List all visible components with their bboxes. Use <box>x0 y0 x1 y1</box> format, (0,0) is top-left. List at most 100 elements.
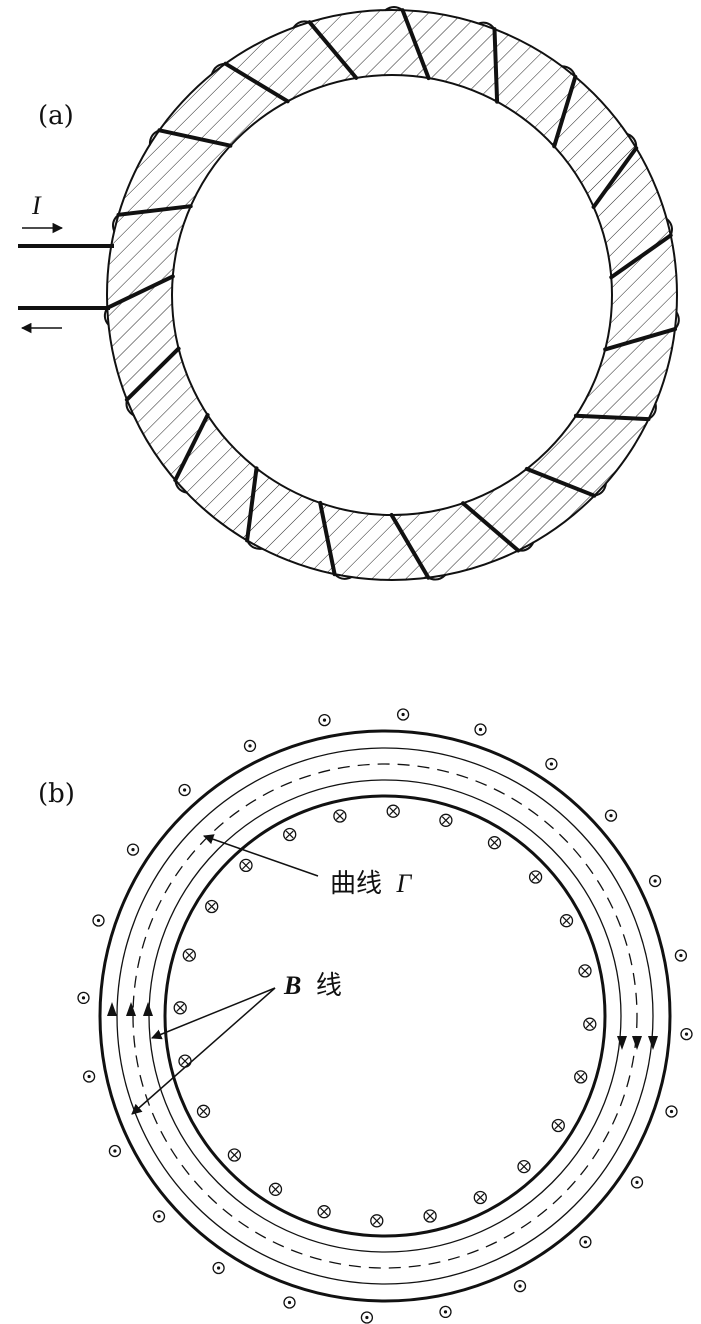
b-line-leader-lower <box>131 987 276 1115</box>
dot-in-circle-icon <box>108 1144 122 1158</box>
cross-in-circle-icon <box>423 1209 437 1223</box>
winding-turn <box>573 413 651 422</box>
dot-in-circle-icon <box>126 843 140 856</box>
dot-in-circle-icon <box>77 991 90 1005</box>
b-line-inner <box>148 779 622 1253</box>
cross-in-circle-icon <box>517 1159 531 1174</box>
winding-loop <box>148 129 161 146</box>
b-line-label-zh: 线 <box>316 971 342 1001</box>
b-line-arrows <box>107 1002 658 1050</box>
winding-loop <box>174 479 188 494</box>
toroid-core <box>106 9 678 581</box>
winding-turn <box>124 346 181 402</box>
winding-loop <box>626 132 638 150</box>
winding-loop <box>427 574 447 581</box>
cross-in-circle-icon <box>473 1190 487 1205</box>
curve-gamma-label-zh: 曲线 <box>330 869 382 899</box>
dot-in-circle-icon <box>396 708 410 721</box>
cross-in-circle-icon <box>333 809 347 823</box>
cross-in-circle-icon <box>182 948 196 962</box>
b-line-label: B 线 <box>283 971 342 1001</box>
winding-loop <box>477 21 496 31</box>
dot-in-circle-icon <box>545 757 558 771</box>
winding-loop <box>292 20 311 29</box>
winding-loop <box>246 539 264 550</box>
winding-loop <box>647 402 657 421</box>
dot-in-circle-icon <box>579 1235 592 1249</box>
cross-in-circle-icon <box>196 1104 211 1118</box>
cross-in-circle-icon <box>487 836 502 850</box>
winding-turn <box>223 61 290 104</box>
winding-turn <box>552 74 578 149</box>
winding-turn <box>389 513 431 580</box>
curve-gamma-symbol: Γ <box>396 869 413 898</box>
cross-in-circle-icon <box>268 1182 283 1196</box>
cross-in-circle-icon <box>317 1205 331 1219</box>
inner-current-markers <box>173 804 597 1228</box>
b-arrow-right-mid <box>632 1036 642 1050</box>
dot-in-circle-icon <box>680 1027 693 1041</box>
winding-turn <box>105 274 175 310</box>
cross-in-circle-icon <box>173 1001 187 1015</box>
b-line-leader-upper <box>151 987 276 1040</box>
dot-in-circle-icon <box>665 1105 678 1118</box>
current-label: I <box>31 191 42 220</box>
cross-in-circle-icon <box>227 1148 242 1162</box>
dot-in-circle-icon <box>283 1296 296 1309</box>
winding-turn <box>461 501 521 553</box>
winding-loop <box>665 217 673 237</box>
winding-turn <box>492 27 500 104</box>
cross-in-circle-icon <box>528 870 543 884</box>
b-line-outer <box>116 747 654 1285</box>
winding-loop <box>333 573 353 580</box>
winding-turn <box>116 204 193 217</box>
winding-loop <box>384 6 404 12</box>
cross-in-circle-icon <box>551 1118 565 1133</box>
cross-in-circle-icon <box>574 1070 588 1084</box>
dot-in-circle-icon <box>92 914 105 927</box>
cross-in-circle-icon <box>386 804 400 818</box>
panel-b-label: (b) <box>38 779 75 809</box>
winding-turn <box>307 20 359 80</box>
winding-turn <box>173 413 210 483</box>
cross-in-circle-icon <box>439 813 453 827</box>
panel-a: (a) I <box>18 6 680 581</box>
current-leads <box>18 222 114 334</box>
dot-in-circle-icon <box>439 1305 452 1319</box>
cross-in-circle-icon <box>239 858 253 873</box>
dot-in-circle-icon <box>318 713 331 727</box>
outer-current-markers <box>77 708 693 1324</box>
curve-gamma-label: 曲线 Γ <box>330 869 413 899</box>
dot-in-circle-icon <box>212 1261 225 1275</box>
b-arrow-left-mid <box>126 1002 136 1016</box>
dot-in-circle-icon <box>513 1279 527 1293</box>
b-arrow-right-outer <box>648 1036 658 1050</box>
dot-in-circle-icon <box>152 1210 166 1223</box>
dot-in-circle-icon <box>243 739 257 753</box>
leader-lines <box>131 834 319 1115</box>
winding-turn <box>591 146 639 209</box>
panel-a-label: (a) <box>38 101 74 131</box>
winding-loop <box>593 482 607 497</box>
cross-in-circle-icon <box>178 1054 192 1068</box>
dot-in-circle-icon <box>604 809 618 822</box>
winding-loop <box>517 541 535 552</box>
winding-turn <box>400 8 431 81</box>
cross-in-circle-icon <box>283 827 297 842</box>
winding-loop <box>112 213 120 233</box>
dot-in-circle-icon <box>630 1176 644 1189</box>
dot-in-circle-icon <box>178 783 191 797</box>
b-arrow-left-inner <box>143 1002 153 1016</box>
toroid-section <box>98 729 672 1303</box>
b-arrow-left-outer <box>107 1002 117 1016</box>
cross-in-circle-icon <box>578 964 592 978</box>
dot-in-circle-icon <box>648 874 662 888</box>
curve-gamma <box>132 763 638 1269</box>
winding-loop <box>560 65 577 78</box>
winding-turn <box>245 466 259 543</box>
coil-windings <box>103 6 680 581</box>
winding-loop <box>125 398 135 417</box>
winding-turn <box>524 466 597 498</box>
dot-in-circle-icon <box>82 1070 96 1083</box>
